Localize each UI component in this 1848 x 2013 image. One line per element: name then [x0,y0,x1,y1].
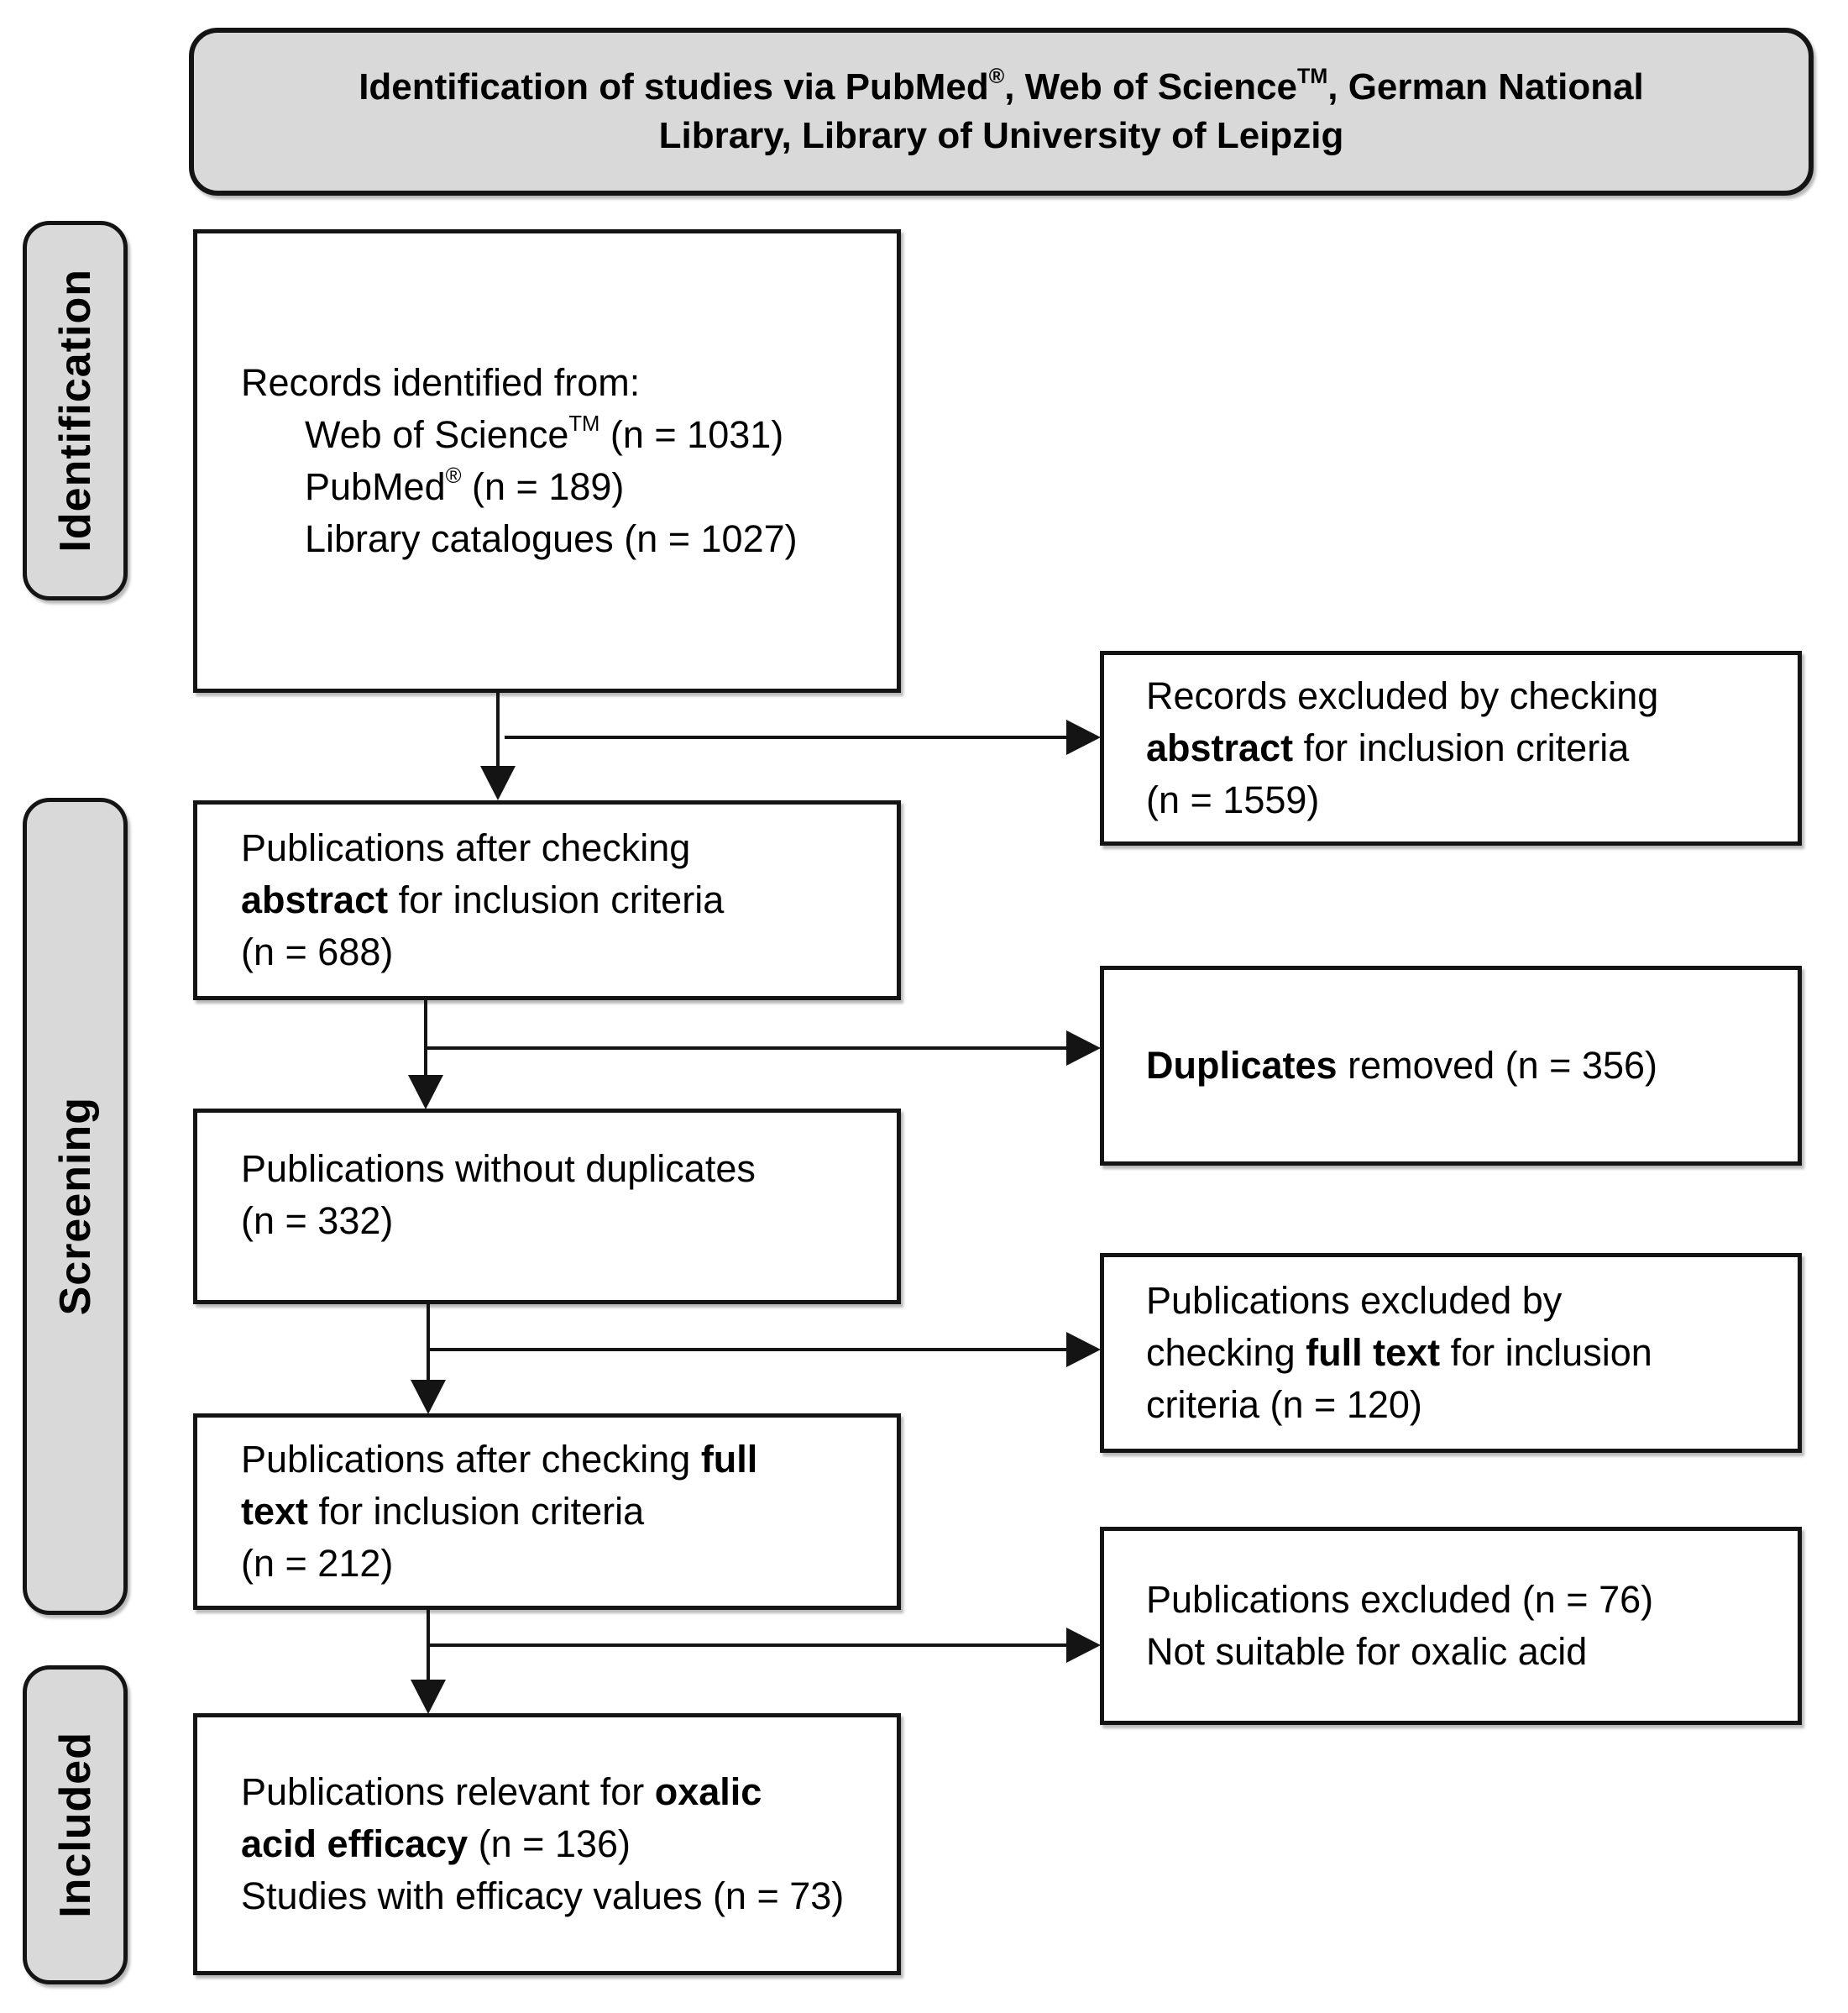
text-line: checking full text for inclusion [1146,1327,1774,1379]
text-segment: , Web of Science [1004,66,1298,107]
stage-label-screening: Screening [23,798,128,1615]
arrow-down-icon [480,766,516,800]
stage-label-text: Included [50,1732,100,1918]
arrow-right-icon [1066,1332,1101,1367]
bold-text-segment: abstract [241,878,389,921]
without-duplicates-box: Publications without duplicates (n = 332… [193,1109,901,1304]
text-segment: for inclusion [1440,1331,1652,1374]
registered-superscript: ® [445,464,462,489]
text-segment: Web of Science [305,413,569,456]
text-line: Publications relevant for oxalic [241,1766,872,1818]
text-segment: for inclusion criteria [1293,726,1630,769]
count-text: (n = 332) [241,1199,394,1242]
excluded-not-suitable-box: Publications excluded (n = 76) Not suita… [1100,1527,1802,1725]
excluded-abstract-box: Records excluded by checking abstract fo… [1100,651,1802,846]
flow-arrow-line [424,999,427,1078]
text-line: Records excluded by checking [1146,674,1659,717]
bold-text-segment: acid efficacy [241,1822,469,1865]
text-segment: PubMed [305,465,446,508]
bold-text-segment: full text [1306,1331,1441,1374]
text-line: Not suitable for oxalic acid [1146,1630,1588,1673]
title-banner: Identification of studies via PubMed®, W… [189,28,1814,196]
text-line: Records identified from: [241,361,641,404]
count-text: (n = 688) [241,930,394,973]
bold-text-segment: text [241,1490,309,1533]
stage-label-text: Identification [50,269,100,553]
flow-arrow-line [505,736,1068,739]
bold-text-segment: Duplicates [1146,1044,1338,1087]
after-fulltext-check-box: Publications after checking full text fo… [193,1413,901,1610]
text-line: Publications excluded by [1146,1279,1563,1322]
arrow-right-icon [1066,1628,1101,1663]
text-segment: (n = 1031) [599,413,784,456]
title-line-2: Library, Library of University of Leipzi… [658,115,1344,156]
records-identified-box: Records identified from: Web of ScienceT… [193,229,901,693]
flow-arrow-line [427,1304,430,1383]
trademark-superscript: TM [568,412,600,437]
text-segment: removed (n = 356) [1337,1044,1658,1087]
text-line: Studies with efficacy values (n = 73) [241,1874,845,1917]
flow-arrow-line [427,1643,1068,1647]
text-segment: (n = 136) [468,1822,631,1865]
bold-text-segment: full [700,1438,758,1481]
text-segment: Identification of studies via PubMed [359,66,989,107]
text-line: Publications after checking full [241,1434,872,1486]
stage-label-identification: Identification [23,221,128,600]
text-segment: checking [1146,1331,1306,1374]
text-line: abstract for inclusion criteria [241,874,872,926]
text-segment: (n = 189) [461,465,625,508]
stage-label-included: Included [23,1665,128,1984]
text-line: Publications without duplicates [241,1147,756,1190]
text-line: abstract for inclusion criteria [1146,722,1774,774]
after-abstract-check-box: Publications after checking abstract for… [193,800,901,1000]
arrow-down-icon [411,1680,446,1714]
bold-text-segment: oxalic [654,1770,762,1813]
arrow-down-icon [408,1075,443,1109]
text-segment: for inclusion criteria [388,878,725,921]
text-line: Library catalogues (n = 1027) [305,517,798,560]
text-segment: Publications after checking [241,1438,701,1481]
flow-arrow-line [496,693,500,768]
count-text: criteria (n = 120) [1146,1383,1422,1426]
text-line: Publications excluded (n = 76) [1146,1578,1654,1621]
arrow-right-icon [1066,720,1101,755]
duplicates-removed-box: Duplicates removed (n = 356) [1100,966,1802,1166]
stage-label-text: Screening [50,1097,100,1316]
registered-superscript: ® [988,64,1005,88]
count-text: (n = 212) [241,1542,394,1585]
bold-text-segment: abstract [1146,726,1294,769]
text-segment: , German National [1327,66,1644,107]
arrow-right-icon [1066,1030,1101,1066]
arrow-down-icon [411,1380,446,1414]
flow-arrow-line [424,1046,1068,1050]
text-segment: Publications relevant for [241,1770,655,1813]
text-line: Duplicates removed (n = 356) [1146,1040,1774,1092]
count-text: (n = 1559) [1146,778,1320,821]
text-segment: for inclusion criteria [308,1490,645,1533]
text-line: acid efficacy (n = 136) [241,1818,872,1870]
excluded-fulltext-box: Publications excluded by checking full t… [1100,1253,1802,1453]
text-line: Publications after checking [241,826,691,869]
included-publications-box: Publications relevant for oxalic acid ef… [193,1713,901,1975]
text-line: Web of ScienceTM (n = 1031) [305,409,872,461]
title-line-1: Identification of studies via PubMed®, W… [359,63,1644,112]
trademark-superscript: TM [1297,64,1328,88]
text-line: PubMed® (n = 189) [305,461,872,513]
text-line: text for inclusion criteria [241,1486,872,1538]
flow-arrow-line [427,1348,1068,1351]
